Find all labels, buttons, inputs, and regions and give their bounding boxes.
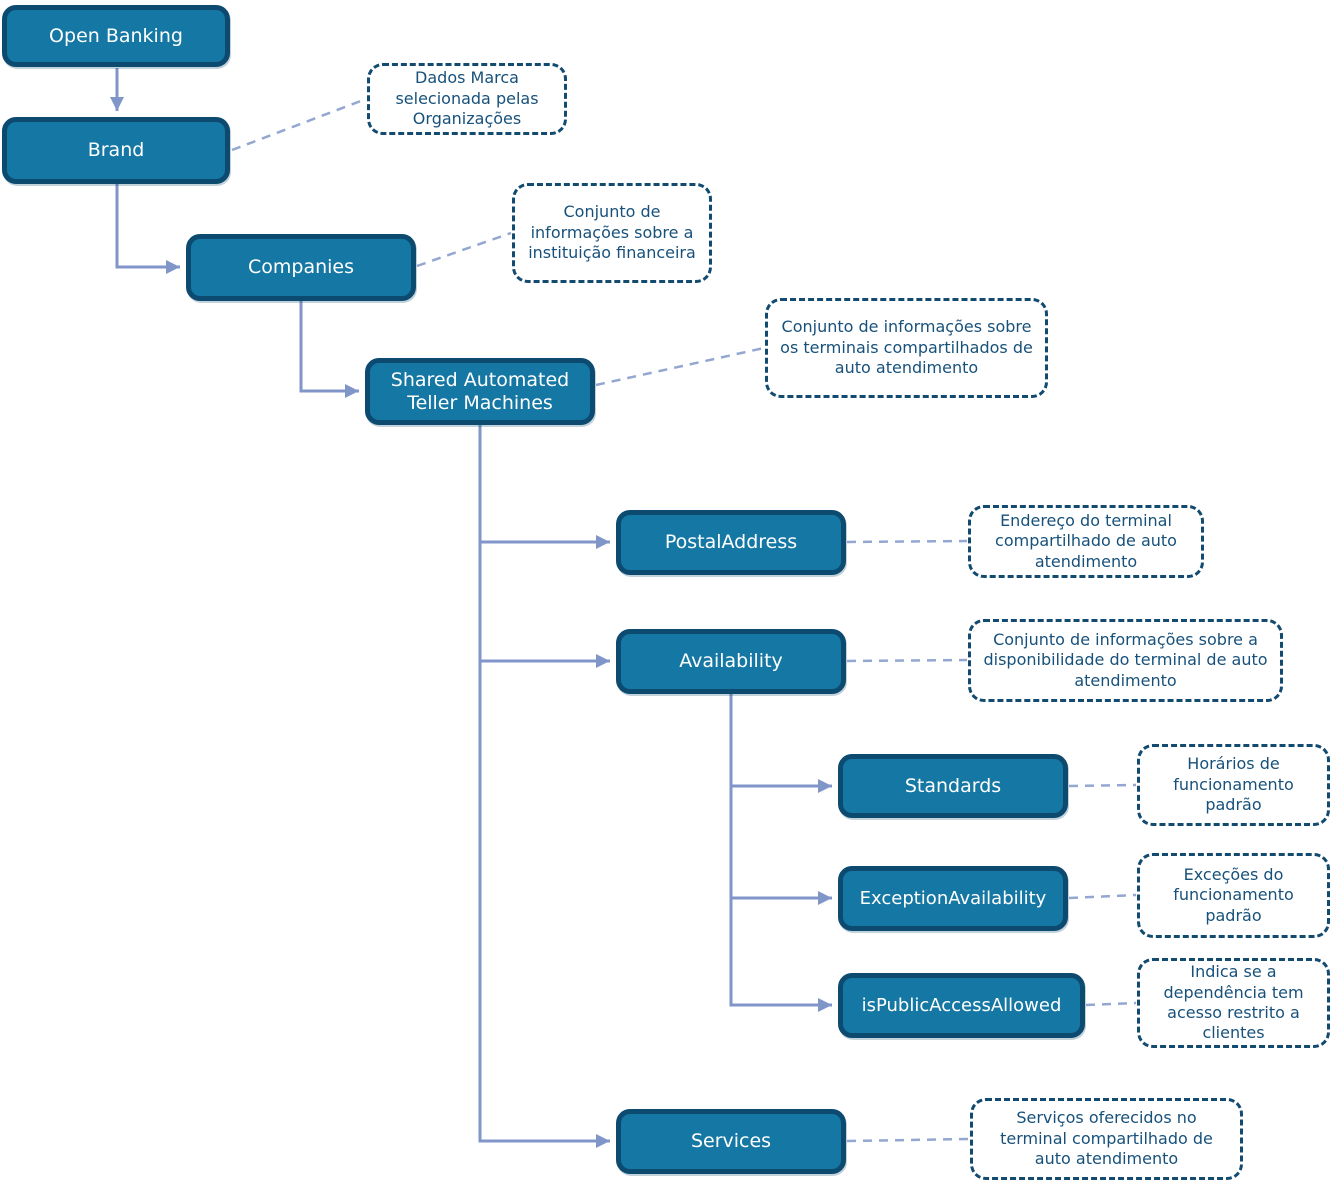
node-exception-availability: ExceptionAvailability bbox=[838, 866, 1068, 931]
node-brand: Brand bbox=[2, 117, 230, 184]
node-postal-address: PostalAddress bbox=[616, 510, 846, 575]
node-shared-automated-teller-machines: Shared Automated Teller Machines bbox=[365, 358, 595, 425]
connector-availability-ispublicaccess bbox=[729, 694, 832, 1012]
leader-availability-note bbox=[846, 658, 968, 663]
connector-brand-companies bbox=[115, 184, 180, 274]
node-standards: Standards bbox=[838, 754, 1068, 818]
leader-standards-note bbox=[1068, 783, 1137, 788]
leader-exception-note bbox=[1068, 893, 1137, 900]
node-companies: Companies bbox=[186, 234, 416, 301]
node-is-public-access-allowed: isPublicAccessAllowed bbox=[838, 973, 1085, 1038]
annotation-postal-address: Endereço do terminal compartilhado de au… bbox=[968, 505, 1204, 578]
node-availability: Availability bbox=[616, 629, 846, 694]
leader-postaladdress-note bbox=[846, 539, 968, 544]
annotation-standards: Horários de funcionamento padrão bbox=[1137, 744, 1330, 826]
annotation-exception-availability: Exceções do funcionamento padrão bbox=[1137, 853, 1330, 938]
leader-brand-note bbox=[231, 97, 367, 152]
annotation-is-public-access-allowed: Indica se a dependência tem acesso restr… bbox=[1137, 958, 1330, 1048]
node-services: Services bbox=[616, 1109, 846, 1174]
annotation-companies: Conjunto de informações sobre a institui… bbox=[512, 183, 712, 283]
node-open-banking: Open Banking bbox=[2, 5, 230, 67]
annotation-availability: Conjunto de informações sobre a disponib… bbox=[968, 619, 1283, 702]
connector-companies-satm bbox=[299, 301, 359, 398]
annotation-shared-automated-teller-machines: Conjunto de informações sobre os termina… bbox=[765, 298, 1048, 398]
annotation-brand: Dados Marca selecionada pelas Organizaçõ… bbox=[367, 63, 567, 135]
leader-satm-note bbox=[595, 346, 765, 387]
leader-services-note bbox=[846, 1137, 970, 1143]
connector-satm-services bbox=[478, 425, 610, 1148]
leader-ispublicaccess-note bbox=[1085, 1001, 1137, 1007]
annotation-services: Serviços oferecidos no terminal comparti… bbox=[970, 1098, 1243, 1180]
leader-companies-note bbox=[416, 231, 512, 268]
